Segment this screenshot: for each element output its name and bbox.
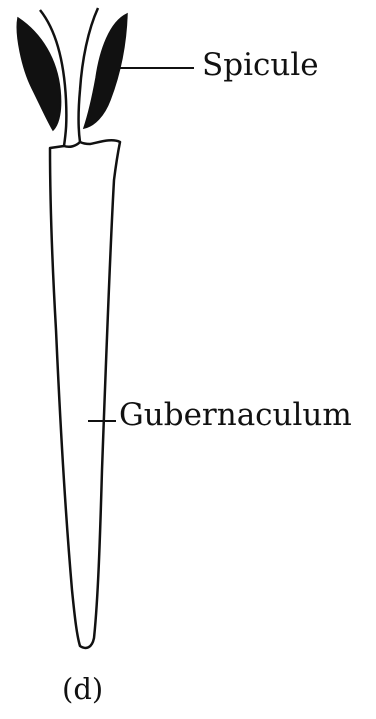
gubernaculum-label: Gubernaculum	[119, 400, 352, 431]
gubernaculum-body	[50, 140, 120, 648]
panel-label: (d)	[62, 675, 103, 704]
spicule-label: Spicule	[202, 50, 319, 81]
gubernaculum-neck	[64, 142, 80, 147]
